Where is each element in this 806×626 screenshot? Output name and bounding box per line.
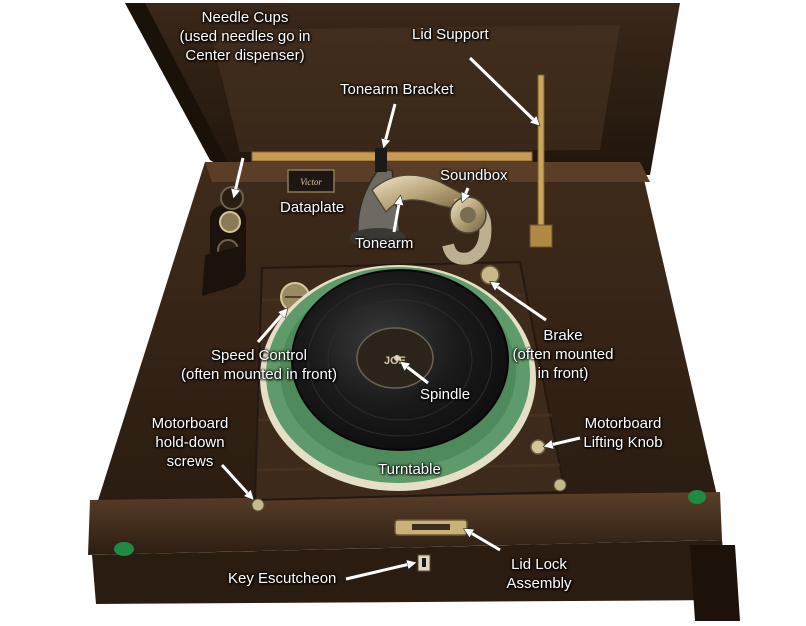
label-speed-control-line1: Speed Control <box>211 347 307 364</box>
label-brake-line2: (often mounted <box>512 346 614 363</box>
label-soundbox-text: Soundbox <box>440 167 508 184</box>
label-tonearm-text: Tonearm <box>355 235 414 252</box>
label-lifting-knob-line1: Motorboard <box>584 415 662 432</box>
hold-down-screw-right <box>553 478 567 492</box>
label-needle-cups-line2: (used needles go in <box>179 28 311 45</box>
label-lid-lock-line1: Lid Lock <box>511 556 567 573</box>
corner-felt-right <box>688 490 706 504</box>
label-lid-lock-line2: Assembly <box>506 575 572 592</box>
arrow-needle-cups <box>234 157 245 196</box>
lid-inner-panel <box>210 25 620 152</box>
label-spindle-text: Spindle <box>420 386 471 403</box>
label-tonearm-bracket-text: Tonearm Bracket <box>340 81 454 98</box>
arrow-hold-down-screws <box>220 463 252 498</box>
lifting-knob <box>530 439 546 455</box>
label-needle-cups-line3: Center dispenser) <box>185 47 305 64</box>
label-key-escutcheon: Key Escutcheon <box>228 569 336 588</box>
lid-lock-slot <box>412 524 450 530</box>
lid-support-rod <box>537 74 545 246</box>
brake <box>480 265 500 285</box>
dataplate <box>287 169 335 193</box>
label-soundbox: Soundbox <box>440 166 508 185</box>
label-tonearm-bracket: Tonearm Bracket <box>340 80 453 99</box>
label-lifting-knob: Motorboard Lifting Knob <box>568 414 678 452</box>
tonearm-base-ring <box>350 228 406 248</box>
label-brake: Brake (often mounted in front) <box>508 326 618 383</box>
lid-hinge <box>251 151 533 162</box>
label-speed-control: Speed Control (often mounted in front) <box>168 346 350 384</box>
arrow-tonearm <box>392 198 400 233</box>
hold-down-screw-left <box>251 498 265 512</box>
label-dataplate: Dataplate <box>280 198 344 217</box>
lid-edge-left <box>125 3 232 170</box>
label-hold-down-line1: Motorboard <box>151 415 229 432</box>
label-lid-support-text: Lid Support <box>412 26 489 43</box>
cabinet-front-lower <box>92 540 728 604</box>
spindle <box>394 355 400 361</box>
cabinet-leg <box>690 545 740 621</box>
label-hold-down-line3: screws <box>166 453 214 470</box>
record-groove-1 <box>307 283 493 437</box>
label-brake-line1: Brake <box>543 327 583 344</box>
arrow-soundbox <box>463 187 468 200</box>
label-needle-cups-line1: Needle Cups <box>201 9 289 26</box>
arrow-key-escutcheon <box>345 563 414 581</box>
arrow-brake <box>492 283 547 322</box>
label-brake-line3: in front) <box>537 365 589 382</box>
needle-cup-top <box>220 186 244 210</box>
arrow-lid-lock <box>466 530 501 552</box>
label-hold-down-line2: hold-down <box>155 434 225 451</box>
dataplate-text: Victor <box>300 177 322 187</box>
corner-felt-left <box>114 542 134 556</box>
record-groove-2 <box>327 299 473 421</box>
label-speed-control-line2: (often mounted in front) <box>181 366 337 383</box>
arrow-tonearm-bracket <box>384 103 397 146</box>
label-hold-down-screws: Motorboard hold-down screws <box>142 414 238 471</box>
lid-support-bracket <box>529 224 553 248</box>
label-turntable: Turntable <box>378 460 441 479</box>
arrow-lifting-knob <box>546 436 581 446</box>
needle-rest <box>202 245 245 296</box>
soundbox-diaphragm <box>460 207 476 223</box>
arrow-speed-control <box>256 310 286 343</box>
label-spindle: Spindle <box>420 385 470 404</box>
label-lid-support: Lid Support <box>412 25 489 44</box>
label-turntable-text: Turntable <box>378 461 441 478</box>
label-lifting-knob-line2: Lifting Knob <box>583 434 663 451</box>
label-dataplate-text: Dataplate <box>280 199 345 216</box>
arrow-lid-support <box>468 56 538 124</box>
label-key-escutcheon-text: Key Escutcheon <box>228 570 337 587</box>
key-hole <box>422 558 426 567</box>
arrow-spindle <box>402 363 429 385</box>
label-lid-lock: Lid Lock Assembly <box>494 555 584 593</box>
tonearm-bracket <box>375 148 387 172</box>
label-needle-cups: Needle Cups (used needles go in Center d… <box>170 8 320 65</box>
needle-cup-center <box>219 211 241 233</box>
label-tonearm: Tonearm <box>355 234 413 253</box>
